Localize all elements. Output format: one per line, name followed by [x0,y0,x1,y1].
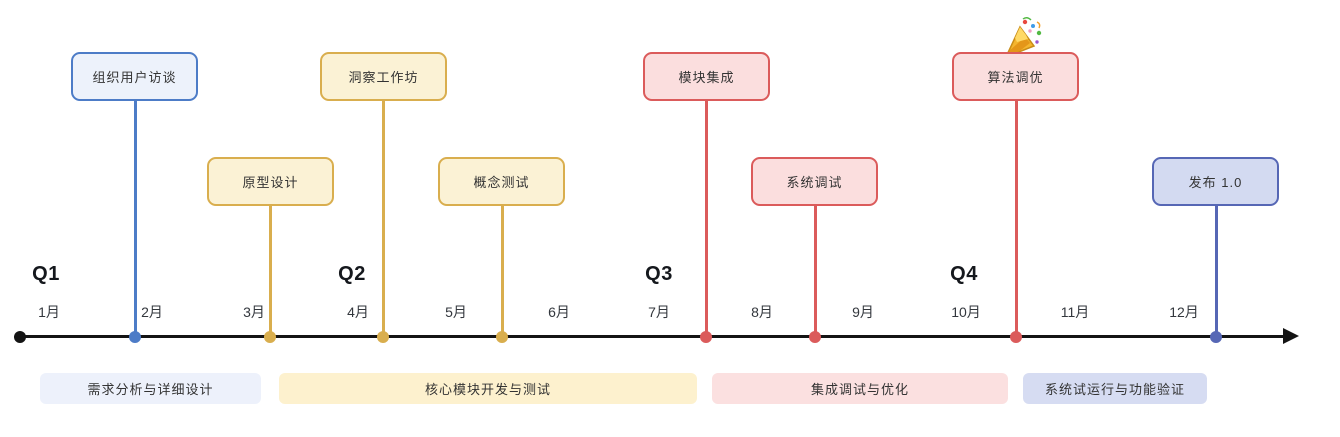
milestone-dot [1210,331,1222,343]
axis-start-dot [14,331,26,343]
phase-bar-trial-run: 系统试运行与功能验证 [1023,373,1207,404]
milestone-release-1-0: 发布 1.0 [1152,157,1279,206]
month-label: 9月 [852,304,874,320]
milestone-module-integration: 模块集成 [643,52,770,101]
milestone-insight-workshop: 洞察工作坊 [320,52,447,101]
quarter-label-q3: Q3 [645,263,673,285]
milestone-dot [809,331,821,343]
month-label: 8月 [751,304,773,320]
month-label: 11月 [1060,304,1090,320]
month-label: 1月 [38,304,60,320]
phase-bar-integration: 集成调试与优化 [712,373,1008,404]
milestone-dot [377,331,389,343]
month-label: 12月 [1169,304,1199,320]
month-label: 7月 [648,304,670,320]
axis-arrow-icon [1283,328,1299,344]
quarter-label-q1: Q1 [32,263,60,285]
milestone-dot [1010,331,1022,343]
milestone-user-interviews: 组织用户访谈 [71,52,198,101]
milestone-connector [1215,205,1218,337]
quarter-label-q4: Q4 [950,263,978,285]
milestone-connector [705,101,708,337]
milestone-dot [700,331,712,343]
timeline-axis [20,335,1286,338]
phase-bar-core-dev: 核心模块开发与测试 [279,373,697,404]
month-label: 2月 [141,304,163,320]
milestone-system-debugging: 系统调试 [751,157,878,206]
month-label: 6月 [548,304,570,320]
milestone-prototype-design: 原型设计 [207,157,334,206]
milestone-dot [264,331,276,343]
milestone-connector [814,205,817,337]
month-label: 5月 [445,304,467,320]
month-label: 10月 [951,304,981,320]
milestone-connector [501,205,504,337]
milestone-dot [129,331,141,343]
milestone-dot [496,331,508,343]
milestone-connector [269,205,272,337]
quarter-label-q2: Q2 [338,263,366,285]
milestone-concept-testing: 概念测试 [438,157,565,206]
month-label: 4月 [347,304,369,320]
month-label: 3月 [243,304,265,320]
milestone-algorithm-tuning: 算法调优 [952,52,1079,101]
phase-bar-requirements: 需求分析与详细设计 [40,373,261,404]
milestone-connector [1015,101,1018,337]
milestone-connector [134,101,137,337]
milestone-connector [382,101,385,337]
